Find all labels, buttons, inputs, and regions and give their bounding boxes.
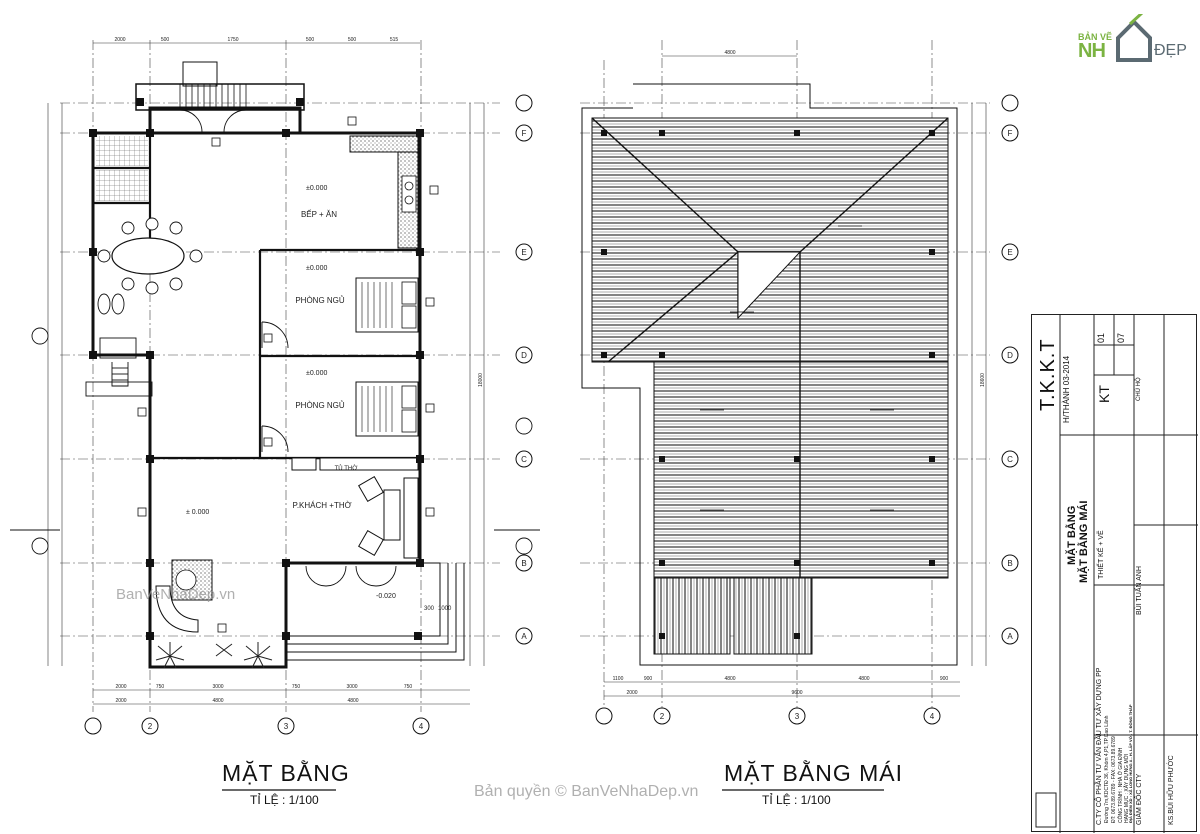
tb-tkkt: T.K.K.T xyxy=(1037,338,1059,411)
brand-logo: BẢN VẼ NH ĐẸP xyxy=(1076,11,1187,66)
level-porch: -0.020 xyxy=(376,593,396,600)
house-logo-icon xyxy=(1116,11,1152,62)
watermark-mid: BanVeNhaDep.vn xyxy=(116,586,236,603)
dim-top-4: 500 xyxy=(306,37,315,43)
level-kitchen: ±0.000 xyxy=(306,185,327,192)
dim-bottom-5: 3000 xyxy=(346,684,357,690)
step-dim-2: 1000 xyxy=(438,606,452,612)
dim-bottom-2: 750 xyxy=(156,684,165,690)
axis-row-D: D xyxy=(521,351,527,360)
tb-sheet-total: 07 xyxy=(1116,332,1126,343)
room-label-bedroom-2: PHÒNG NGỦ xyxy=(295,401,345,410)
floor-plan: BẾP + ĂN PHÒNG NGỦ PHÒNG NGỦ P.KHÁCH +TH… xyxy=(10,37,540,735)
dim-top-1: 2000 xyxy=(114,37,125,43)
axis-row-A: A xyxy=(521,632,527,641)
dim-bottom-1: 2000 xyxy=(115,684,126,690)
roof-axis-row-F: F xyxy=(1008,129,1013,138)
roof-dim-bottom-4: 4800 xyxy=(858,676,869,682)
dim-bottom-total-1: 2000 xyxy=(115,698,126,704)
tb-phone: ĐT: 0673.89.6789 - FAX: 0673.89.6789 xyxy=(1111,736,1117,823)
room-label-kitchen: BẾP + ĂN xyxy=(301,209,337,219)
roof-dim-bottom-1: 1100 xyxy=(613,676,624,682)
axis-row-F: F xyxy=(522,129,527,138)
roof-axis-col-3: 3 xyxy=(795,712,800,721)
roof-axis-col-2: 2 xyxy=(660,712,665,721)
roof-axis-col-4: 4 xyxy=(930,712,935,721)
axis-col-2: 2 xyxy=(148,722,153,731)
roof-dim-bottom-2: 900 xyxy=(644,676,653,682)
axis-col-3: 3 xyxy=(284,722,289,731)
level-bedroom-2: ±0.000 xyxy=(306,370,327,377)
roof-axis-row-A: A xyxy=(1007,632,1013,641)
plan-title: MẶT BẰNG xyxy=(222,760,350,786)
roof-axis-row-E: E xyxy=(1007,248,1012,257)
roof-plan-title: MẶT BẰNG MÁI xyxy=(724,760,903,786)
level-bedroom-1: ±0.000 xyxy=(306,265,327,272)
title-block: T.K.K.T H/THÀNH 03-2014 KT 01 07 CHỦ HỘ … xyxy=(1031,314,1198,833)
roof-plan: 4800 1100 900 4800 4800 900 2000 9600 18… xyxy=(580,40,1019,725)
title-block-grid xyxy=(1035,315,1198,833)
roof-dim-total-1: 2000 xyxy=(626,690,637,696)
step-dim-1: 300 xyxy=(424,606,435,612)
axis-row-B: B xyxy=(521,559,526,568)
tb-company: C.TY CỔ PHẦN TƯ VẤN ĐẦU TƯ XÂY DỰNG PP xyxy=(1096,667,1103,825)
tb-director-label: GIÁM ĐỐC CTY xyxy=(1136,773,1143,825)
roof-dim-bottom-5: 900 xyxy=(940,676,949,682)
tb-design-label: THIẾT KẾ + VẼ xyxy=(1098,530,1105,579)
axis-col-4: 4 xyxy=(419,722,424,731)
dim-bottom-total-3: 4800 xyxy=(347,698,358,704)
roof-dim-total: 18600 xyxy=(980,373,986,387)
logo-brand-b: ĐẸP xyxy=(1154,42,1187,59)
logo-brand-a: NH xyxy=(1078,40,1106,62)
tb-title-2: MẶT BẰNG MÁI xyxy=(1078,500,1090,584)
tb-sheet-no: 01 xyxy=(1096,332,1106,343)
dim-top-6: 515 xyxy=(390,37,399,43)
roof-axis-row-C: C xyxy=(1007,455,1013,464)
axis-row-C: C xyxy=(521,455,527,464)
room-label-bedroom-1: PHÒNG NGỦ xyxy=(295,296,345,305)
dim-top-2: 500 xyxy=(161,37,170,43)
dim-top-5: 500 xyxy=(348,37,357,43)
roof-dim-top: 4800 xyxy=(724,50,735,56)
logo-line1: BẢN VẼ xyxy=(1078,32,1113,42)
watermark-copyright: Bản quyền © BanVeNhaDep.vn xyxy=(474,783,699,800)
axis-row-E: E xyxy=(521,248,526,257)
tb-designer: BÙI TUẤN ANH xyxy=(1136,566,1143,615)
tb-title-1: MẶT BẰNG xyxy=(1066,505,1078,565)
roof-axis-row-B: B xyxy=(1007,559,1012,568)
roof-dim-bottom-3: 4800 xyxy=(724,676,735,682)
tb-date: H/THÀNH 03-2014 xyxy=(1062,355,1071,423)
plan-scale: TỈ LỆ : 1/100 xyxy=(250,793,319,807)
cabinet-label: TỦ THỜ xyxy=(335,465,358,472)
level-living: ± 0.000 xyxy=(186,509,209,516)
dim-bottom-total-2: 4800 xyxy=(212,698,223,704)
dim-total: 18000 xyxy=(478,373,484,387)
room-label-living: P.KHÁCH +THỜ xyxy=(293,501,352,510)
dim-bottom-4: 750 xyxy=(292,684,301,690)
tb-address: Đường 7m,KDCTĐ 36, Khóm 4,P1,TP.Cao Lãnh xyxy=(1104,715,1110,823)
tb-kt: KT xyxy=(1096,385,1112,403)
roof-plan-scale: TỈ LỆ : 1/100 xyxy=(762,793,831,807)
tb-director: KS.BÙI HỮU PHƯỚC xyxy=(1168,755,1175,825)
roof-dim-total-2: 9600 xyxy=(791,690,802,696)
tb-location: ĐỊA ĐIỂM XD : XÃ LONG HƯNG A - H. LẤP VÒ… xyxy=(1128,704,1133,823)
dim-bottom-6: 750 xyxy=(404,684,413,690)
roof-axis-row-D: D xyxy=(1007,351,1013,360)
dim-top-3: 1750 xyxy=(227,37,238,43)
tb-chu-ho: CHỦ HỘ xyxy=(1136,377,1142,401)
dim-bottom-3: 3000 xyxy=(212,684,223,690)
